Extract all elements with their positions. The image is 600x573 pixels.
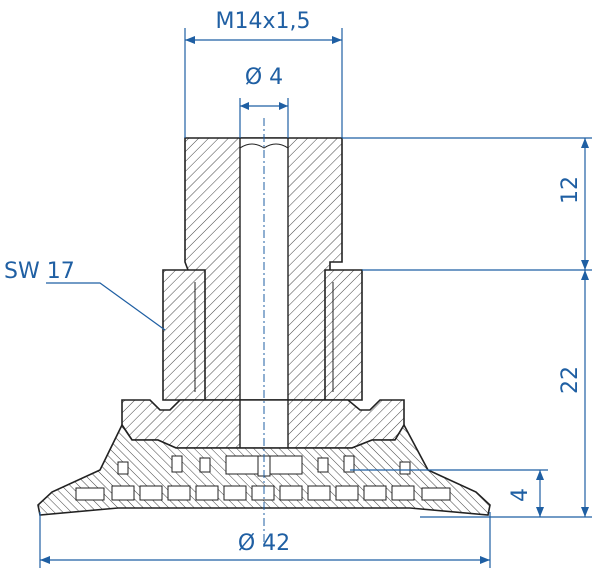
height-top-label: 12	[558, 176, 583, 204]
height-bottom-label: 4	[508, 488, 533, 502]
dim-wrench: SW 17	[4, 259, 166, 331]
dim-diameter: Ø 42	[39, 512, 491, 568]
part-section	[37, 137, 491, 516]
dim-heights: 12 22 4	[342, 137, 592, 518]
dim-bore: Ø 4	[239, 65, 289, 138]
thread-label: M14x1,5	[216, 9, 311, 34]
filter-grid	[75, 485, 451, 501]
bore-top-profile	[239, 143, 289, 149]
height-mid-label: 22	[558, 366, 583, 394]
hex-collar	[162, 269, 206, 401]
dim-thread: M14x1,5	[184, 9, 343, 138]
bore-label: Ø 4	[245, 65, 283, 90]
diameter-label: Ø 42	[238, 531, 290, 556]
hex-collar-right	[324, 269, 363, 401]
wrench-label: SW 17	[4, 259, 75, 284]
